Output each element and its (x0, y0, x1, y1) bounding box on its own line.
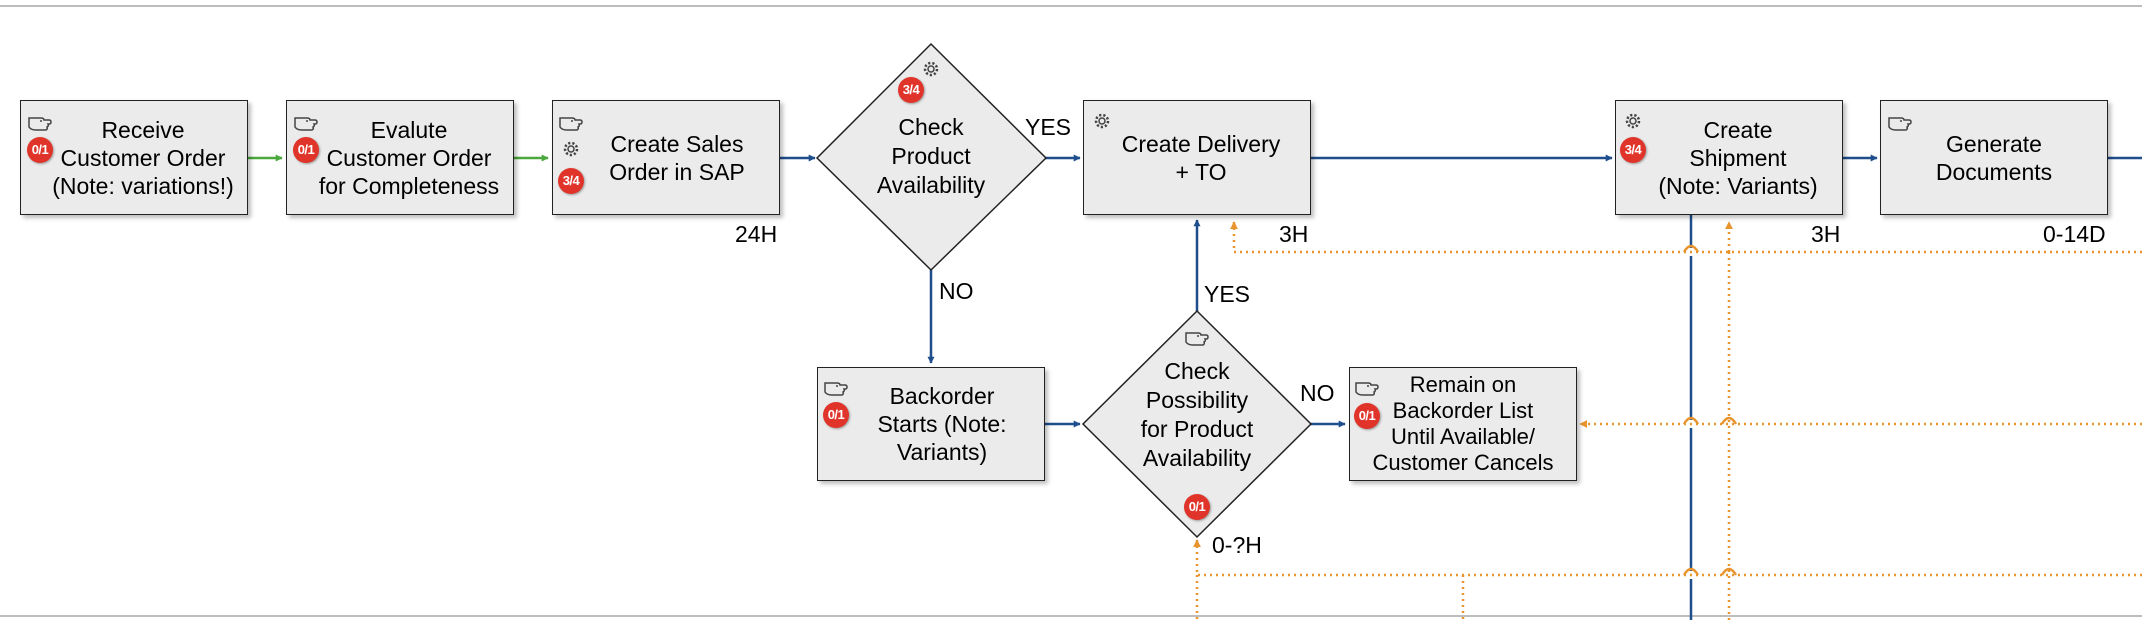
label-no-right: NO (1300, 380, 1335, 406)
node-generate-documents: Generate Documents (1880, 100, 2108, 215)
hand-pointer-icon (1888, 117, 1912, 131)
node-create-delivery-text: Create Delivery + TO (1121, 130, 1281, 185)
hand-pointer-icon (559, 117, 583, 131)
duration-create-sales: 24H (735, 221, 778, 247)
node-create-shipment-text: Create Shipment (Note: Variants) (1658, 116, 1818, 199)
badge-check-availability: 3/4 (898, 77, 924, 103)
diamond-check-possibility-text: Check Possibility for Product Availabili… (1140, 358, 1254, 471)
node-backorder-starts-text: Backorder Starts (Note: Variants) (877, 383, 1007, 465)
node-remain-backorder: Remain on Backorder List Until Available… (1349, 367, 1577, 481)
node-evaluate-order: Evalute Customer Order for Completeness (286, 100, 514, 215)
top-border-line (0, 5, 2142, 7)
hand-pointer-icon (294, 117, 318, 131)
label-yes-top: YES (1025, 114, 1072, 140)
node-receive-order: Receive Customer Order (Note: variations… (20, 100, 248, 215)
hand-pointer-icon (824, 382, 848, 396)
node-evaluate-order-text: Evalute Customer Order for Completeness (318, 116, 500, 199)
gear-icon (923, 61, 939, 77)
feedback-line-possibility (1193, 539, 2142, 577)
node-generate-documents-text: Generate Documents (1935, 130, 2053, 185)
diamond-check-possibility (1081, 309, 1313, 539)
gear-icon (1625, 113, 1641, 129)
badge-check-possibility: 0/1 (1184, 494, 1210, 520)
badge-create-shipment: 3/4 (1620, 137, 1646, 163)
node-create-shipment: Create Shipment (Note: Variants) (1615, 100, 1843, 215)
bottom-border-line (0, 615, 2142, 617)
hand-pointer-icon (1185, 332, 1209, 346)
hand-pointer-icon (28, 117, 52, 131)
node-backorder-starts: Backorder Starts (Note: Variants) (817, 367, 1045, 481)
node-create-sales-order: Create Sales Order in SAP (552, 100, 780, 215)
feedback-lines (1193, 221, 2142, 620)
badge-evaluate: 0/1 (293, 137, 319, 163)
gear-icon (563, 141, 579, 157)
diamond-check-availability (815, 42, 1048, 272)
hand-pointer-icon (1355, 382, 1379, 396)
label-no-down: NO (939, 278, 974, 304)
line-hops (1682, 244, 1738, 576)
duration-create-delivery: 3H (1279, 221, 1309, 247)
duration-generate-documents: 0-14D (2043, 221, 2106, 247)
diamond-check-availability-text: Check Product Availability (876, 114, 986, 198)
badge-create-sales: 3/4 (558, 168, 584, 194)
label-yes-up: YES (1204, 281, 1251, 307)
node-create-delivery: Create Delivery + TO (1083, 100, 1311, 215)
gear-icon (1094, 113, 1110, 129)
node-receive-order-text: Receive Customer Order (Note: variations… (52, 116, 234, 199)
badge-backorder: 0/1 (823, 402, 849, 428)
badge-receive: 0/1 (27, 137, 53, 163)
blue-flow (780, 154, 2142, 620)
duration-create-shipment: 3H (1811, 221, 1841, 247)
badge-remain-backorder: 0/1 (1354, 403, 1380, 429)
node-create-sales-order-text: Create Sales Order in SAP (609, 130, 745, 185)
duration-check-possibility: 0-?H (1212, 532, 1262, 558)
node-remain-backorder-text: Remain on Backorder List Until Available… (1372, 372, 1554, 475)
feedback-line-delivery (1230, 221, 2142, 254)
